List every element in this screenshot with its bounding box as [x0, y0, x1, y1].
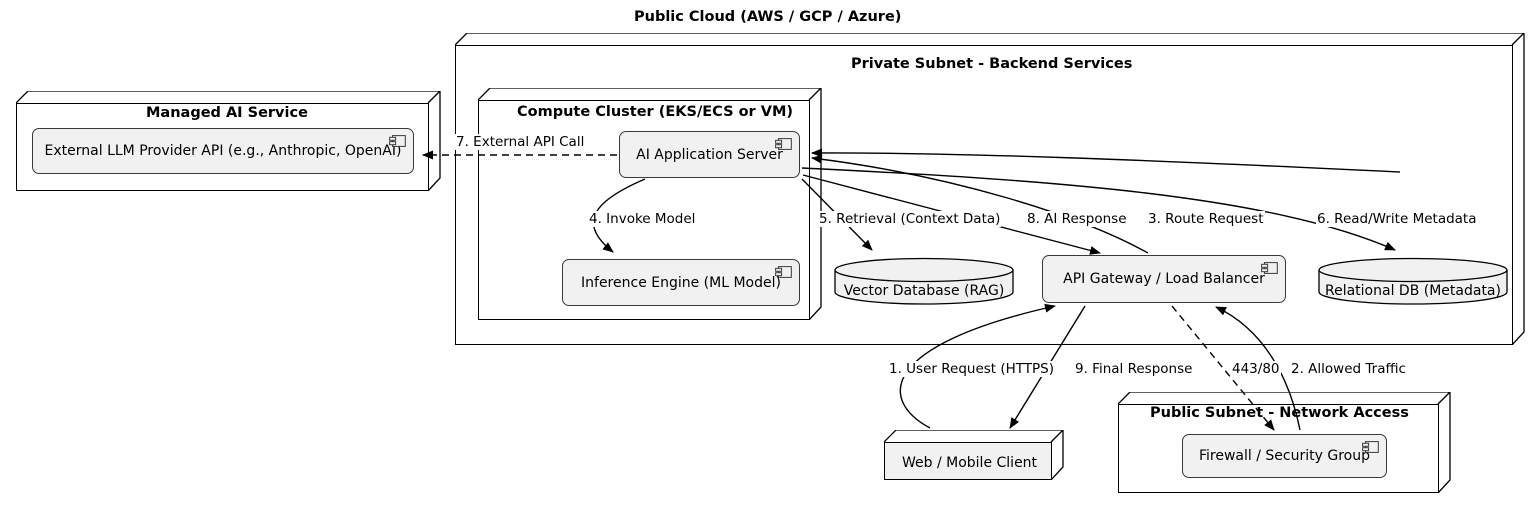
node-compute-cluster-title: Compute Cluster (EKS/ECS or VM) [517, 104, 794, 120]
database-vector-db-label: Vector Database (RAG) [843, 283, 1005, 299]
component-api-gateway-label: API Gateway / Load Balancer [1063, 271, 1265, 287]
component-firewall-security-group[interactable]: Firewall / Security Group [1182, 434, 1387, 478]
database-cylinder-icon [1318, 257, 1508, 305]
node-public-subnet-title: Public Subnet - Network Access [1150, 405, 1409, 421]
flow-label-4: 4. Invoke Model [588, 211, 697, 227]
component-inference-engine-label: Inference Engine (ML Model) [581, 274, 781, 291]
flow-label-3: 3. Route Request [1147, 211, 1265, 227]
flow-label-7: 7. External API Call [455, 134, 586, 150]
node-private-subnet-title: Private Subnet - Backend Services [851, 56, 1133, 72]
uml-component-icon [775, 266, 792, 278]
node-web-mobile-client-label: Web / Mobile Client [902, 455, 1038, 471]
database-relational-db[interactable]: Relational DB (Metadata) [1318, 257, 1508, 305]
flow-label-2: 2. Allowed Traffic [1290, 361, 1407, 377]
database-relational-db-label: Relational DB (Metadata) [1325, 283, 1501, 299]
flow-label-6: 6. Read/Write Metadata [1316, 211, 1478, 227]
database-cylinder-icon [834, 257, 1014, 305]
component-external-llm-provider[interactable]: External LLM Provider API (e.g., Anthrop… [32, 128, 414, 174]
flow-label-9: 9. Final Response [1074, 361, 1194, 377]
component-api-gateway[interactable]: API Gateway / Load Balancer [1042, 255, 1286, 303]
component-external-llm-provider-label: External LLM Provider API (e.g., Anthrop… [44, 143, 402, 159]
flow-label-8: 8. AI Response [1026, 211, 1128, 227]
component-firewall-security-group-label: Firewall / Security Group [1199, 448, 1370, 464]
uml-component-icon [1362, 441, 1379, 453]
uml-component-icon [389, 135, 406, 147]
node-managed-ai-service-title: Managed AI Service [146, 105, 308, 121]
node-web-mobile-client[interactable]: Web / Mobile Client [884, 430, 1064, 480]
flow-label-5: 5. Retrieval (Context Data) [818, 211, 1002, 227]
component-ai-application-server[interactable]: AI Application Server [619, 131, 800, 178]
component-inference-engine[interactable]: Inference Engine (ML Model) [562, 259, 800, 306]
database-vector-db[interactable]: Vector Database (RAG) [834, 257, 1014, 305]
uml-component-icon [1261, 262, 1278, 274]
uml-component-icon [775, 138, 792, 150]
flow-label-1: 1. User Request (HTTPS) [888, 361, 1056, 377]
component-ai-application-server-label: AI Application Server [636, 146, 783, 163]
flow-label-ports: 443/80 [1231, 361, 1281, 377]
diagram-title: Public Cloud (AWS / GCP / Azure) [634, 9, 902, 25]
